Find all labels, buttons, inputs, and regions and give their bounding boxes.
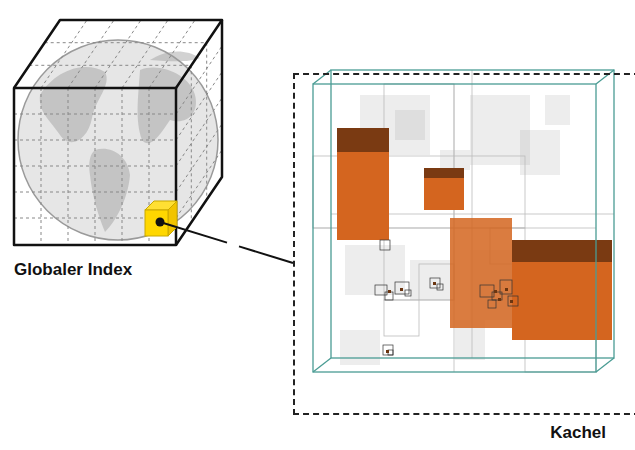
- node-label: Kachel: [293, 415, 635, 443]
- tile-frame: Kachel: [293, 58, 635, 443]
- globe-cube: [14, 20, 222, 245]
- node-label: Globaler Index: [8, 260, 239, 280]
- dashed-frame: [293, 73, 635, 415]
- leader-line: [239, 246, 293, 263]
- index-cube: Globaler Index: [8, 14, 239, 280]
- tile-cube: [145, 201, 227, 243]
- octree-tile: [313, 70, 614, 372]
